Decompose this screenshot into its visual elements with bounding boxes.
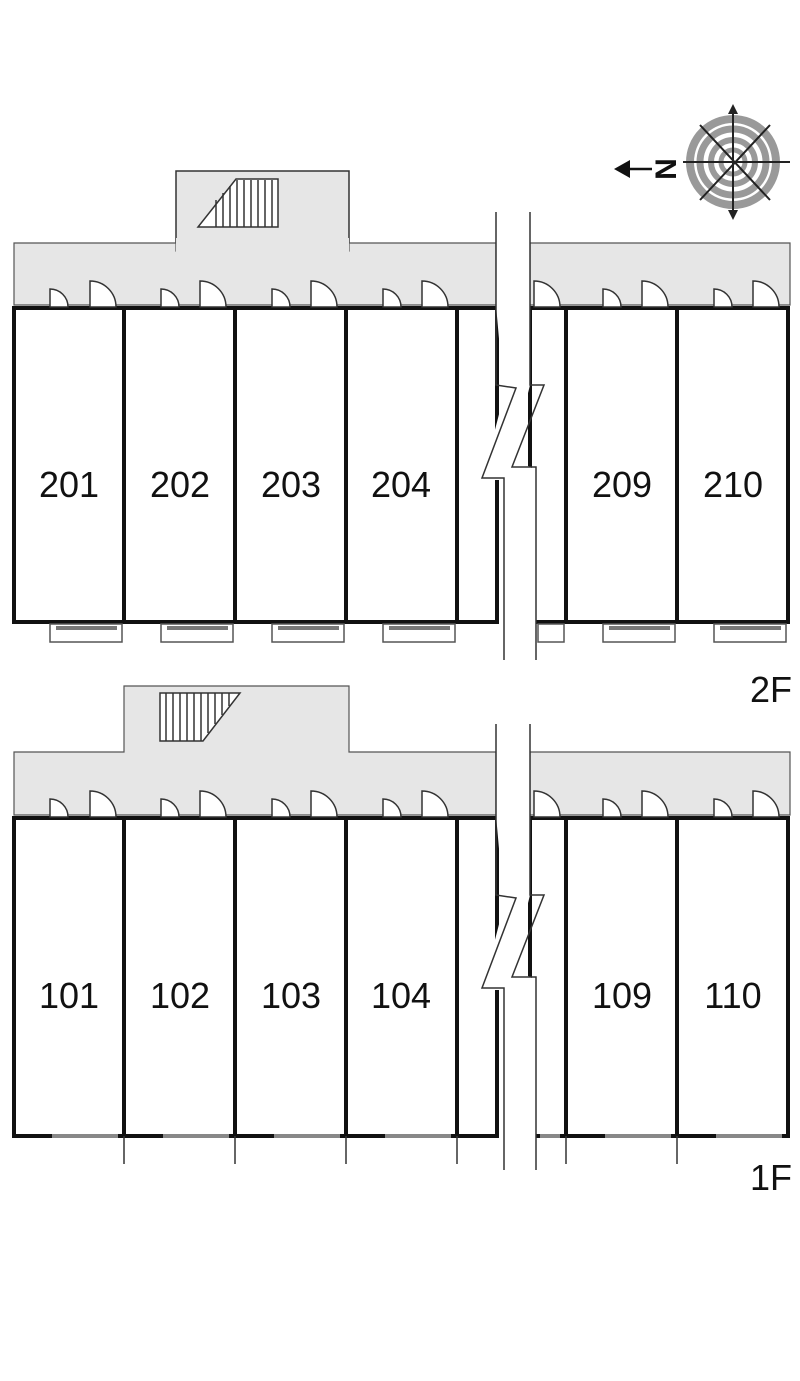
north-arrow-icon: N [614,158,683,180]
floor-1f: 101 102 103 104 109 110 1F [12,685,792,1198]
stairs-icon [196,178,279,228]
unit-number: 104 [371,975,431,1016]
compass-rose-icon [683,104,790,220]
door-icons [49,280,780,308]
unit-202[interactable] [122,306,237,624]
floor-2f: 201 202 203 204 209 210 2F [12,170,792,710]
unit-number: 209 [592,464,652,505]
unit-210[interactable] [675,306,790,624]
svg-text:N: N [650,158,683,180]
unit-number: 101 [39,975,99,1016]
floor-label: 2F [750,669,792,710]
break-symbol [480,212,546,660]
unit-number: 110 [704,975,761,1016]
unit-number: 201 [39,464,99,505]
unit-number: 210 [703,464,763,505]
unit-number: 102 [150,975,210,1016]
unit-103[interactable] [233,816,348,1138]
unit-number: 202 [150,464,210,505]
unit-number: 109 [592,975,652,1016]
unit-109[interactable] [564,816,679,1138]
unit-102[interactable] [122,816,237,1138]
unit-204[interactable] [344,306,459,624]
unit-number: 204 [371,464,431,505]
unit-number: 203 [261,464,321,505]
unit-number: 103 [261,975,321,1016]
break-symbol [480,724,546,1170]
unit-110[interactable] [675,816,790,1138]
floor-label: 1F [750,1157,792,1198]
unit-209[interactable] [564,306,679,624]
door-icons [49,790,780,818]
unit-203[interactable] [233,306,348,624]
stairs-icon [159,692,242,742]
